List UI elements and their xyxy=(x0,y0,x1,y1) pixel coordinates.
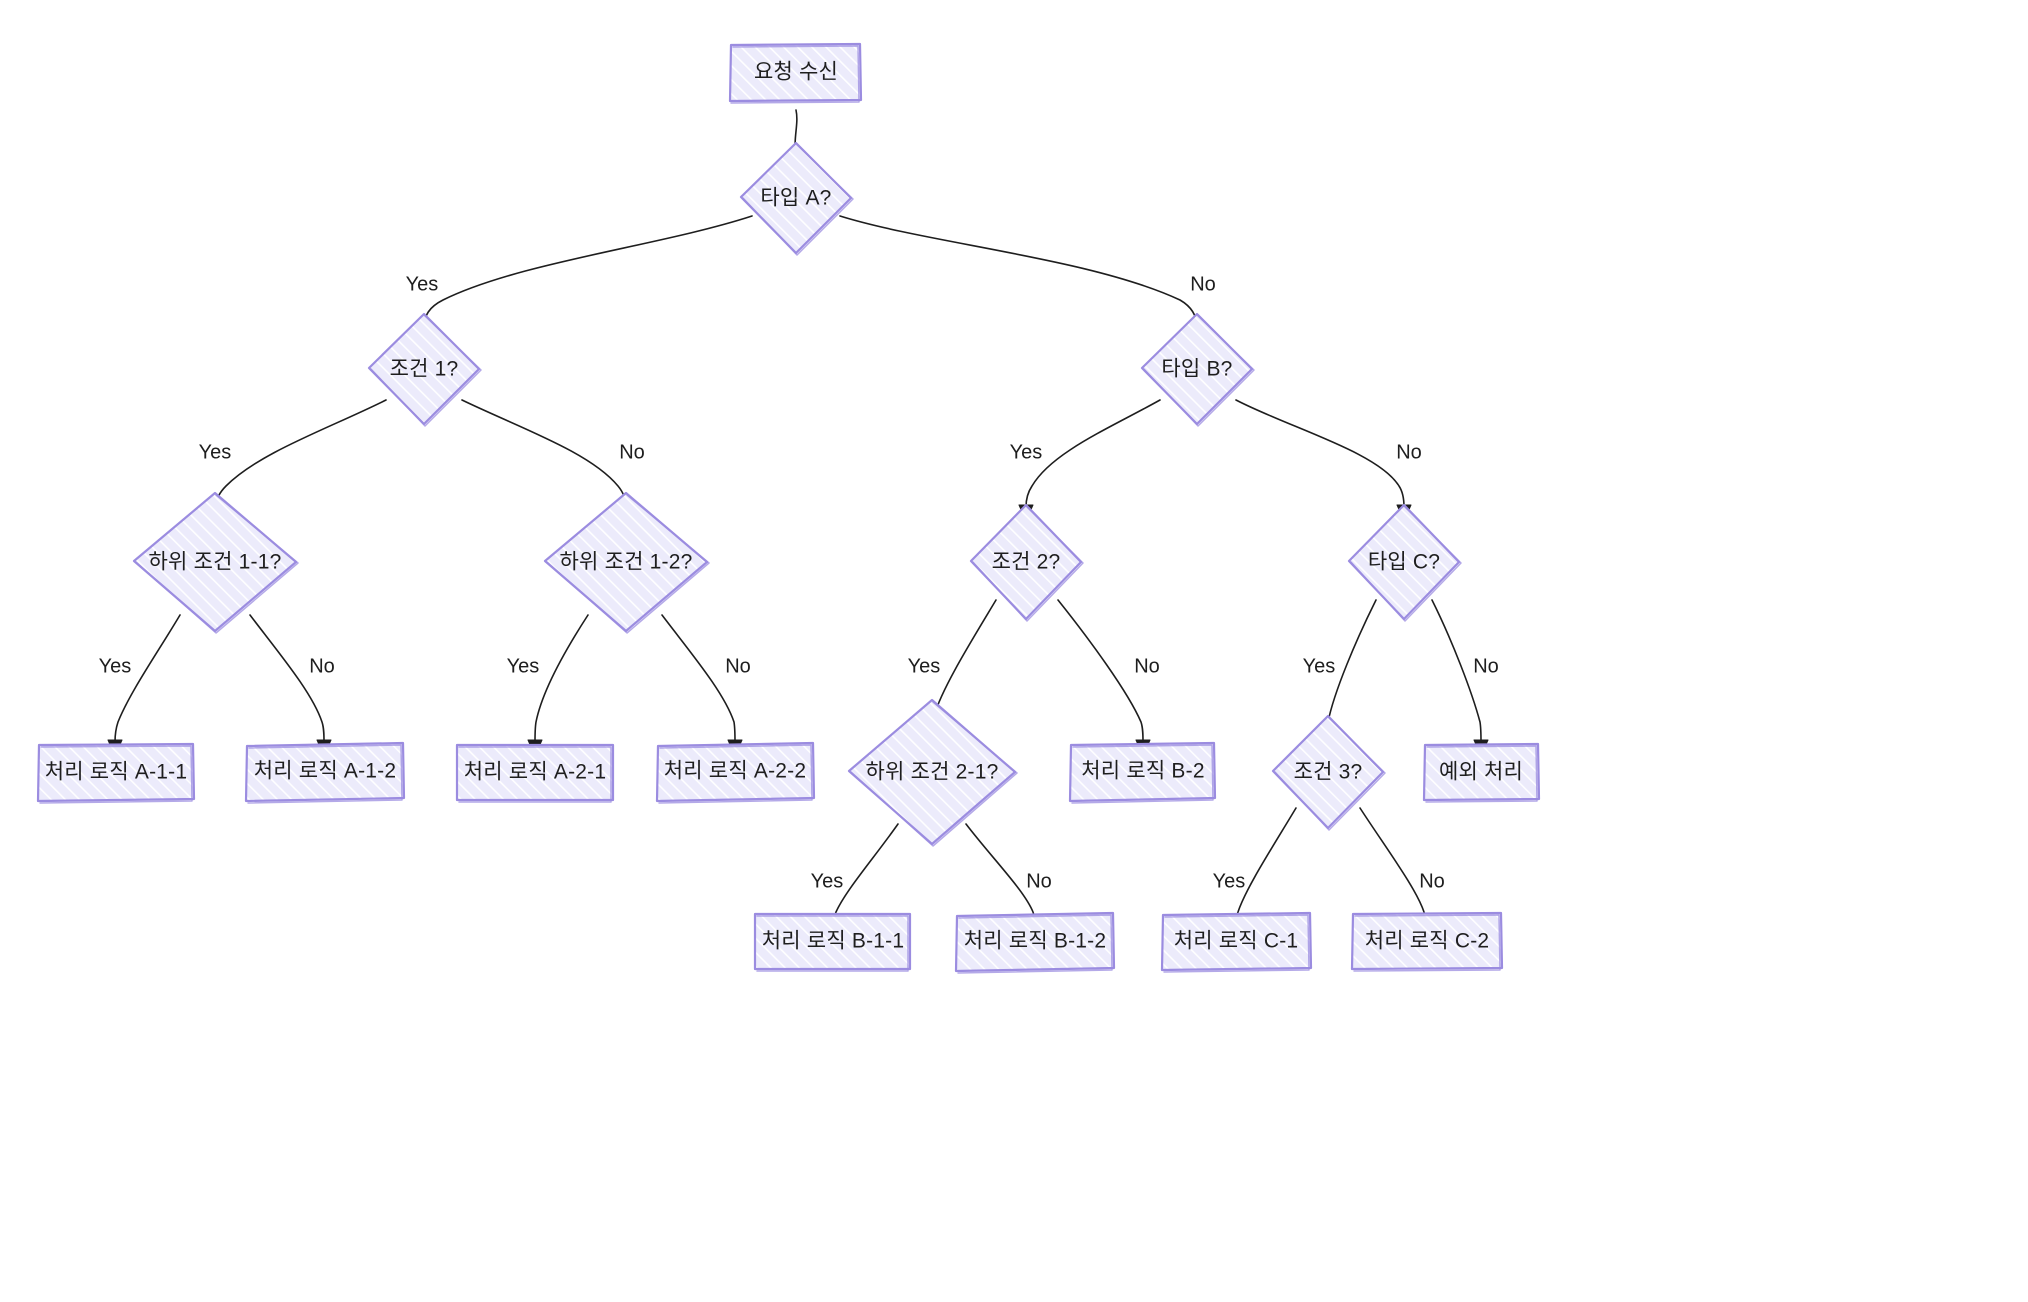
edge-label-yes: Yes xyxy=(908,655,941,677)
node-cond2[interactable]: 조건 2? xyxy=(969,503,1084,622)
node-exc-label: 예외 처리 xyxy=(1439,761,1523,784)
edge-typeC-exc: No xyxy=(1431,599,1499,757)
node-a22[interactable]: 처리 로직 A-2-2 xyxy=(655,741,816,804)
node-b2-label: 처리 로직 B-2 xyxy=(1081,760,1204,783)
edge-label-no: No xyxy=(1190,273,1216,295)
edge-label-yes: Yes xyxy=(811,870,844,892)
node-start[interactable]: 요청 수신 xyxy=(728,42,863,104)
edge-label-no: No xyxy=(1134,655,1160,677)
node-a22-label: 처리 로직 A-2-2 xyxy=(664,760,807,783)
node-b12[interactable]: 처리 로직 B-1-2 xyxy=(954,911,1116,974)
node-sub12-label: 하위 조건 1-2? xyxy=(560,551,693,574)
node-b12-label: 처리 로직 B-1-2 xyxy=(964,930,1107,953)
node-cond1[interactable]: 조건 1? xyxy=(367,312,482,427)
edge-label-no: No xyxy=(725,655,751,677)
edge-typeA-cond1: Yes xyxy=(406,215,753,341)
node-c1[interactable]: 처리 로직 C-1 xyxy=(1160,911,1313,973)
edge-label-no: No xyxy=(1396,441,1422,463)
edge-label-yes: Yes xyxy=(1010,441,1043,463)
edge-typeB-cond2: Yes xyxy=(1010,399,1161,522)
edge-label-yes: Yes xyxy=(199,441,232,463)
node-sub11-label: 하위 조건 1-1? xyxy=(149,551,282,574)
edge-label-yes: Yes xyxy=(406,273,439,295)
node-exc[interactable]: 예외 처리 xyxy=(1422,742,1541,803)
node-a12[interactable]: 처리 로직 A-1-2 xyxy=(244,741,406,804)
edge-label-no: No xyxy=(619,441,645,463)
node-c1-label: 처리 로직 C-1 xyxy=(1174,930,1299,953)
edge-typeA-typeB: No xyxy=(839,215,1216,341)
edge-sub11-a11: Yes xyxy=(99,614,181,757)
node-sub21[interactable]: 하위 조건 2-1? xyxy=(847,698,1018,847)
node-b11-label: 처리 로직 B-1-1 xyxy=(762,930,905,953)
node-sub12[interactable]: 하위 조건 1-2? xyxy=(543,491,710,634)
edge-label-no: No xyxy=(1473,655,1499,677)
node-a21[interactable]: 처리 로직 A-2-1 xyxy=(455,743,615,803)
node-a12-label: 처리 로직 A-1-2 xyxy=(254,760,397,783)
edge-sub12-a21: Yes xyxy=(507,614,589,757)
edge-label-yes: Yes xyxy=(99,655,132,677)
node-cond2-label: 조건 2? xyxy=(992,551,1061,574)
node-a21-label: 처리 로직 A-2-1 xyxy=(464,761,607,784)
edge-label-no: No xyxy=(309,655,335,677)
node-a11[interactable]: 처리 로직 A-1-1 xyxy=(36,742,196,804)
node-typeB-label: 타입 B? xyxy=(1161,358,1232,381)
node-b11[interactable]: 처리 로직 B-1-1 xyxy=(753,912,912,972)
edge-typeB-typeC: No xyxy=(1235,399,1422,522)
node-b2[interactable]: 처리 로직 B-2 xyxy=(1068,741,1217,804)
node-c2[interactable]: 처리 로직 C-2 xyxy=(1350,911,1504,972)
edge-sub11-a12: No xyxy=(249,614,335,757)
edge-label-yes: Yes xyxy=(1213,870,1246,892)
edge-label-yes: Yes xyxy=(507,655,540,677)
edge-label-no: No xyxy=(1419,870,1445,892)
node-cond3[interactable]: 조건 3? xyxy=(1271,714,1386,831)
edge-sub12-a22: No xyxy=(661,614,751,757)
node-start-label: 요청 수신 xyxy=(754,61,838,84)
node-cond1-label: 조건 1? xyxy=(390,358,459,381)
node-typeC-label: 타입 C? xyxy=(1368,551,1440,574)
node-sub11[interactable]: 하위 조건 1-1? xyxy=(132,491,299,634)
node-cond3-label: 조건 3? xyxy=(1294,761,1363,784)
node-typeA[interactable]: 타입 A? xyxy=(739,141,854,256)
edge-cond2-b2: No xyxy=(1057,599,1160,757)
edge-label-no: No xyxy=(1026,870,1052,892)
nodes-layer: 요청 수신 타입 A? 조건 1? 타입 B? xyxy=(36,42,1541,974)
edge-label-yes: Yes xyxy=(1303,655,1336,677)
node-c2-label: 처리 로직 C-2 xyxy=(1365,930,1490,953)
node-typeA-label: 타입 A? xyxy=(760,187,831,210)
node-sub21-label: 하위 조건 2-1? xyxy=(866,761,999,784)
node-a11-label: 처리 로직 A-1-1 xyxy=(45,761,188,784)
node-typeC[interactable]: 타입 C? xyxy=(1347,503,1462,622)
node-typeB[interactable]: 타입 B? xyxy=(1140,312,1255,427)
